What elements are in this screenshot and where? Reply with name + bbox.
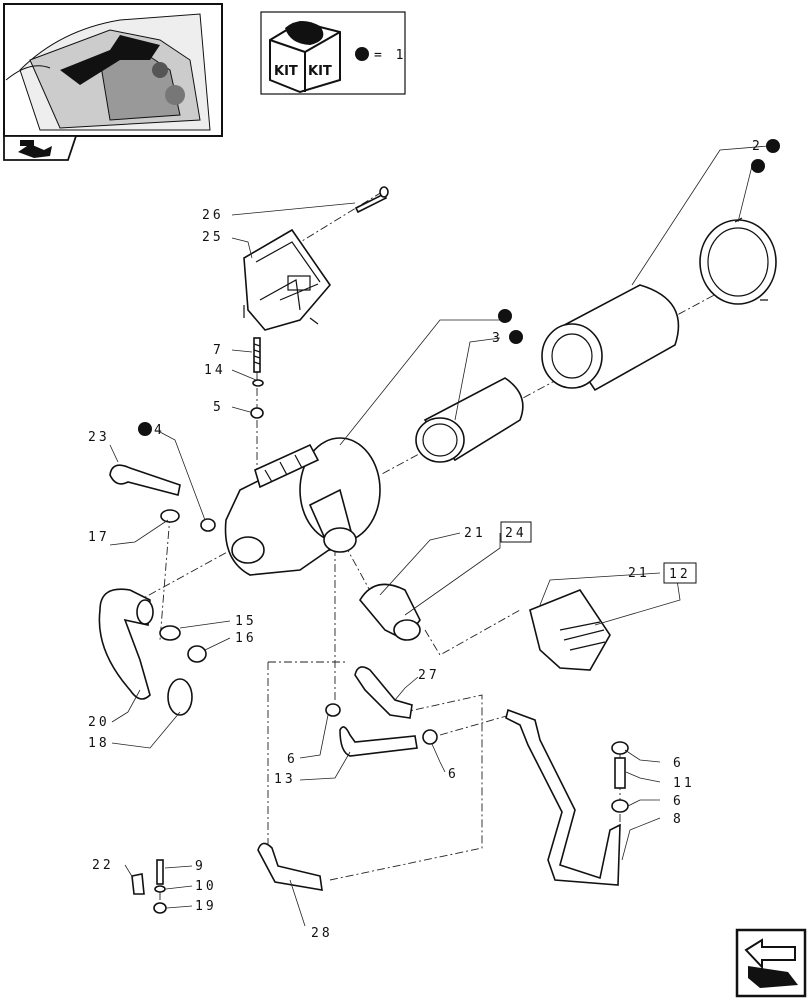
elbow-hose-20 — [98, 588, 154, 700]
label-9: 9 — [195, 859, 206, 874]
label-2: 2 — [752, 139, 763, 154]
clamp-17 — [160, 509, 180, 523]
hose-13 — [339, 726, 418, 757]
clamp-6b — [422, 729, 438, 745]
label-18: 18 — [88, 736, 110, 751]
label-10: 10 — [195, 879, 217, 894]
kit-dot-markers — [138, 139, 780, 436]
bracket-25 — [243, 228, 332, 331]
pipe-assembly — [505, 708, 621, 886]
clamp-15 — [159, 625, 181, 641]
label-17: 17 — [88, 530, 110, 545]
clamp-6d — [611, 799, 629, 813]
label-14: 14 — [204, 363, 226, 378]
label-21b: 21 — [628, 566, 650, 581]
label-21a: 21 — [464, 526, 486, 541]
stud-7 — [253, 337, 261, 373]
washer-14 — [252, 379, 264, 387]
leader-lines — [109, 145, 769, 927]
air-filter-housing — [224, 437, 381, 576]
kit-legend-box: KIT KIT = 1 — [260, 11, 406, 95]
hose-27 — [354, 666, 413, 719]
washer-10 — [154, 885, 166, 893]
bolt-26 — [354, 186, 389, 214]
outer-filter-2 — [541, 284, 680, 392]
inner-filter-3 — [415, 377, 524, 463]
kit-dot-icon — [355, 47, 369, 61]
hose-28 — [257, 842, 323, 891]
label-6d: 6 — [673, 794, 684, 809]
label-11: 11 — [673, 776, 695, 791]
label-6a: 6 — [287, 752, 298, 767]
bolt-9 — [156, 859, 164, 885]
label-13: 13 — [274, 772, 296, 787]
label-6b: 6 — [448, 767, 459, 782]
fitting-22 — [131, 873, 145, 895]
label-20: 20 — [88, 715, 110, 730]
valve-4 — [200, 518, 216, 532]
kit-legend-equals: = 1 — [374, 48, 406, 63]
label-26: 26 — [202, 208, 224, 223]
label-5: 5 — [213, 400, 224, 415]
engine-thumbnail-icon[interactable] — [3, 3, 223, 137]
cover-clamp — [699, 217, 777, 305]
tube-11 — [614, 757, 626, 789]
boxed-label-12: 12 — [663, 562, 697, 584]
nut-19 — [153, 902, 167, 914]
label-6c: 6 — [673, 756, 684, 771]
label-28: 28 — [311, 926, 333, 941]
label-22: 22 — [92, 858, 114, 873]
label-24: 24 — [505, 526, 527, 541]
kit-label-right: KIT — [308, 64, 332, 79]
boxed-label-24: 24 — [500, 521, 532, 543]
label-16: 16 — [235, 631, 257, 646]
label-15: 15 — [235, 614, 257, 629]
elbow-21-upper — [359, 583, 421, 642]
nut-5 — [250, 407, 264, 419]
label-27: 27 — [418, 668, 440, 683]
previous-page-icon[interactable] — [3, 135, 78, 161]
clamp-18 — [167, 678, 193, 716]
label-8: 8 — [673, 812, 684, 827]
label-3: 3 — [492, 331, 503, 346]
clamp-6c — [611, 741, 629, 755]
kit-label-left: KIT — [274, 64, 298, 79]
cap-16 — [187, 645, 207, 663]
next-page-arrow-icon[interactable] — [735, 928, 807, 998]
clamp-6a — [325, 703, 341, 717]
part-labels: 2 3 4 5 6 6 6 6 7 8 9 10 11 13 14 15 16 … — [88, 139, 763, 941]
kit-box-icon: KIT KIT — [269, 20, 341, 94]
label-4: 4 — [154, 423, 165, 438]
label-7: 7 — [213, 343, 224, 358]
label-19: 19 — [195, 899, 217, 914]
elbow-21-lower — [529, 589, 611, 671]
label-23: 23 — [88, 430, 110, 445]
hose-23 — [109, 464, 181, 496]
label-25: 25 — [202, 230, 224, 245]
label-12: 12 — [669, 567, 691, 582]
